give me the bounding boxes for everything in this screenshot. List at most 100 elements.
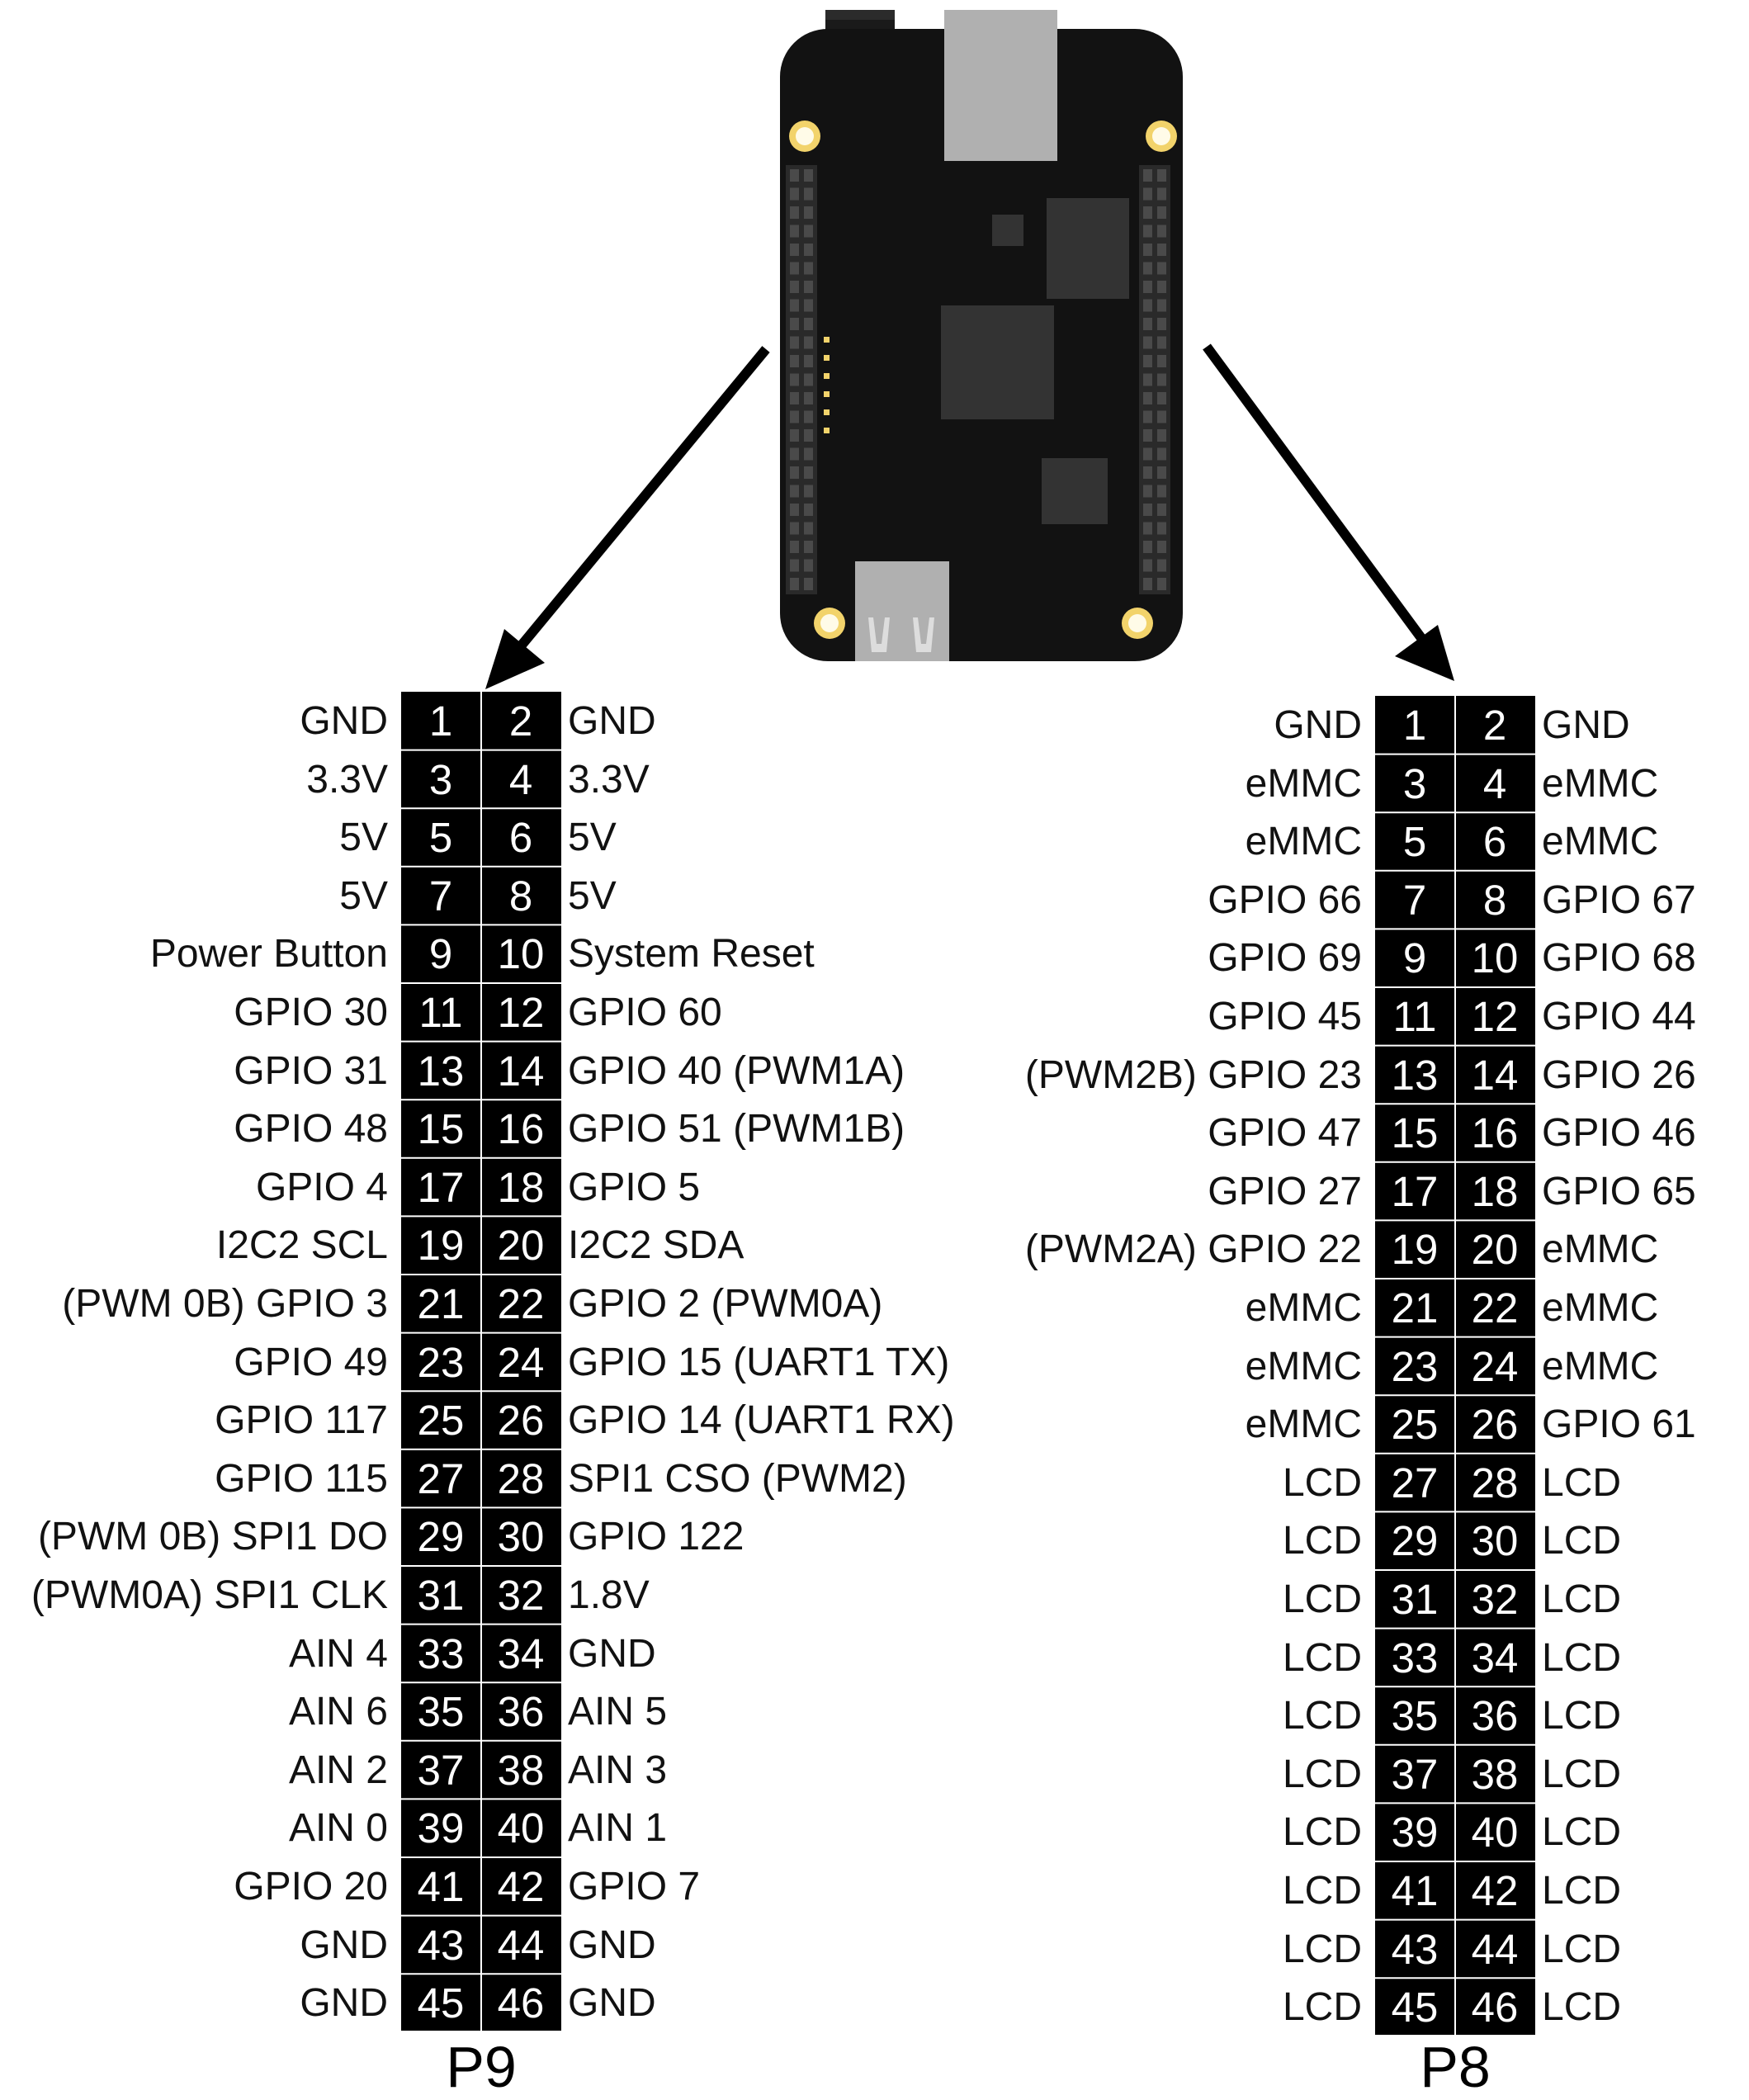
p8-strip-pin: [1157, 392, 1166, 404]
p8-pin-label-left: LCD: [1282, 1694, 1362, 1738]
p8-pin-number: 35: [1391, 1692, 1439, 1740]
debug-header: [824, 337, 830, 433]
p8-pin-number: 18: [1471, 1167, 1519, 1215]
p8-pin-number: 25: [1391, 1401, 1439, 1449]
p8-pin-label-right: LCD: [1542, 1927, 1622, 1971]
p8-strip-pin: [1157, 262, 1166, 275]
p8-pin-label-left: LCD: [1282, 1577, 1362, 1621]
p9-pin-label-right: System Reset: [568, 932, 815, 977]
p8-pin-number: 44: [1471, 1925, 1519, 1973]
p9-pin-label-right: I2C2 SDA: [568, 1223, 745, 1268]
p9-strip-pin: [790, 169, 799, 182]
p8-pin-label-right: eMMC: [1542, 820, 1659, 864]
mount-hole-bottom-left-inner: [820, 614, 839, 632]
p9-pin-label-right: GPIO 15 (UART1 TX): [568, 1340, 950, 1384]
p8-pin-label-left: eMMC: [1245, 1402, 1362, 1447]
p8-pin-label-left: LCD: [1282, 1810, 1362, 1855]
p9-pin-label-left: GPIO 31: [234, 1048, 388, 1093]
p9-pin-number: 23: [417, 1338, 465, 1386]
p8-pin-label-left: (PWM2B) GPIO 23: [1024, 1052, 1362, 1097]
p8-pin-number: 2: [1482, 702, 1507, 749]
p8-pin-label-left: LCD: [1282, 1519, 1362, 1563]
p8-strip-pin: [1157, 541, 1166, 553]
memory-chip: [1047, 198, 1129, 299]
p9-pin-label-right: AIN 1: [568, 1806, 668, 1851]
p9-pin-label-right: AIN 3: [568, 1748, 668, 1792]
p9-strip-pin: [804, 206, 813, 219]
p8-pin-label-right: GPIO 46: [1542, 1111, 1696, 1156]
p8-pin-number: 30: [1471, 1517, 1519, 1565]
p9-pin-label-right: GPIO 7: [568, 1865, 701, 1908]
p9-pin-label-right: GPIO 60: [568, 991, 722, 1034]
p8-pin-number: 38: [1471, 1750, 1519, 1798]
p8-strip-pin: [1143, 485, 1152, 498]
p9-strip-pin: [804, 466, 813, 479]
p8-pin-number: 46: [1471, 1984, 1519, 2031]
p9-pin-number: 26: [497, 1397, 545, 1445]
p8-header-strip: [1139, 165, 1170, 594]
p8-pin-number: 4: [1482, 759, 1507, 807]
p8-strip-pin: [1157, 559, 1166, 572]
p9-strip-pin: [804, 373, 813, 386]
p8-pin-number: 20: [1471, 1226, 1519, 1274]
p8-pin-number: 23: [1391, 1342, 1439, 1390]
p9-strip-pin: [790, 336, 799, 349]
p9-strip-pin: [790, 410, 799, 423]
p9-strip-pin: [804, 522, 813, 535]
p9-strip-pin: [790, 392, 799, 404]
p8-strip-pin: [1143, 336, 1152, 349]
p9-pin-label-left: GND: [300, 699, 388, 743]
p8-strip-pin: [1157, 373, 1166, 386]
p8-pin-label-left: eMMC: [1245, 820, 1362, 864]
p8-strip-pin: [1143, 206, 1152, 219]
p9-pin-number: 13: [417, 1047, 465, 1095]
p8-pin-label-right: eMMC: [1542, 1227, 1659, 1272]
p9-strip-pin: [790, 504, 799, 516]
processor-chip: [941, 305, 1054, 419]
p8-strip-pin: [1143, 318, 1152, 330]
p9-pin-label-left: AIN 2: [288, 1748, 388, 1792]
p8-pin-label-left: eMMC: [1245, 761, 1362, 806]
p8-strip-pin: [1143, 410, 1152, 423]
p8-strip-pin: [1143, 429, 1152, 442]
p8-strip-pin: [1157, 410, 1166, 423]
p9-pin-label-right: GND: [568, 1631, 656, 1676]
p8-strip-pin: [1143, 187, 1152, 201]
p8-strip-pin: [1157, 485, 1166, 498]
p8-pin-label-right: LCD: [1542, 1635, 1622, 1680]
p8-pin-number: 37: [1391, 1750, 1439, 1798]
p8-pin-number: 24: [1471, 1342, 1519, 1390]
p8-strip-pin: [1157, 206, 1166, 219]
p9-pin-number: 41: [417, 1863, 465, 1910]
p8-strip-pin: [1143, 262, 1152, 275]
p9-pin-label-left: (PWM0A) SPI1 CLK: [31, 1573, 388, 1617]
p8-pin-label-right: LCD: [1542, 1519, 1622, 1563]
p8-strip-pin: [1157, 522, 1166, 535]
p9-strip-pin: [804, 410, 813, 423]
p8-pin-label-left: GPIO 66: [1208, 877, 1362, 922]
p9-pin-label-left: GPIO 49: [234, 1340, 388, 1384]
p8-pin-number: 41: [1391, 1867, 1439, 1914]
p9-pin-label-right: SPI1 CSO (PWM2): [568, 1456, 907, 1501]
p9-strip-pin: [804, 355, 813, 367]
p8-pin-number: 40: [1471, 1809, 1519, 1856]
p9-pin-label-left: (PWM 0B) GPIO 3: [62, 1282, 388, 1326]
debug-pin: [824, 355, 830, 361]
p9-pin-number: 45: [417, 1979, 465, 2027]
p9-pin-number: 20: [497, 1222, 545, 1270]
p8-strip-pin: [1157, 187, 1166, 201]
p8-pin-label-right: eMMC: [1542, 1344, 1659, 1388]
p8-strip-pin: [1143, 559, 1152, 572]
p9-strip-pin: [790, 244, 799, 256]
p8-pin-number: 13: [1391, 1051, 1439, 1099]
p8-pin-number: 11: [1392, 993, 1437, 1040]
p9-strip-pin: [804, 318, 813, 330]
p9-strip-pin: [804, 336, 813, 349]
p8-pin-number: 16: [1471, 1109, 1519, 1157]
p9-pin-label-left: I2C2 SCL: [215, 1223, 388, 1268]
mount-hole-top-right-inner: [1152, 127, 1170, 145]
p8-pin-number: 34: [1471, 1634, 1519, 1681]
p9-strip-pin: [790, 578, 799, 590]
p8-pin-number: 39: [1391, 1809, 1439, 1856]
p9-pin-number: 24: [497, 1338, 545, 1386]
